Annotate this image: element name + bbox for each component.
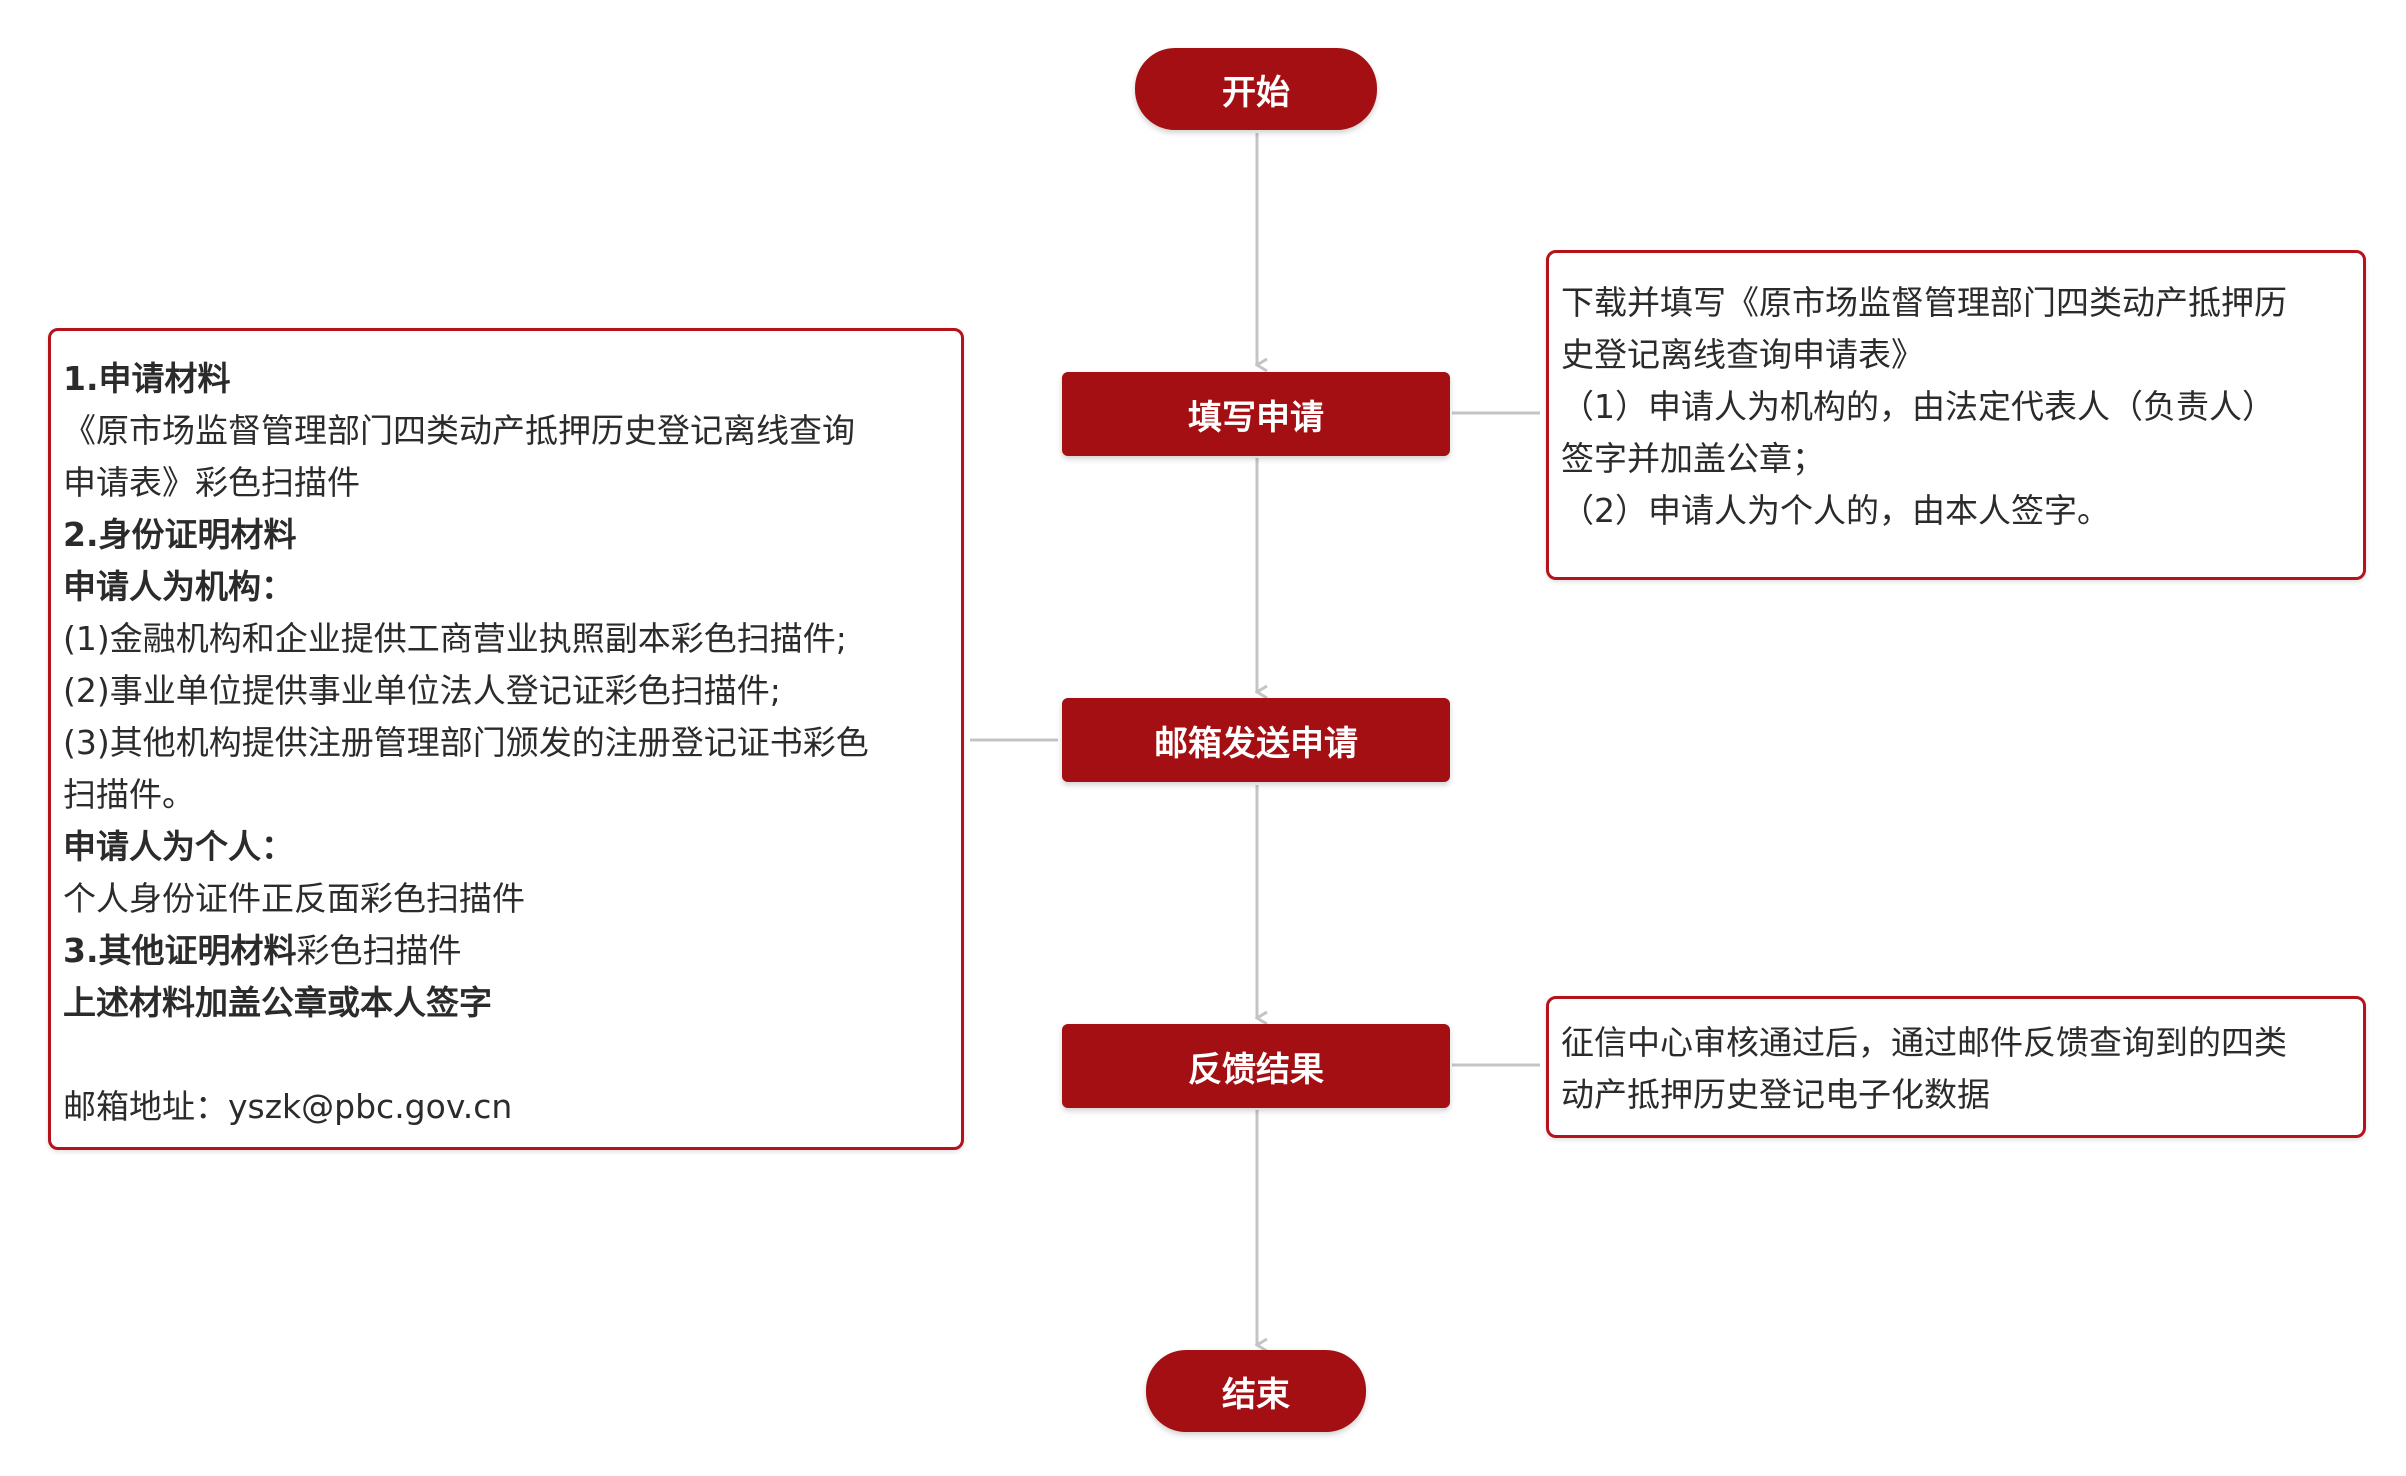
note-heading-seal: 上述材料加盖公章或本人签字 [63, 983, 492, 1022]
note-heading-institution: 申请人为机构： [63, 567, 294, 606]
materials-note: 1.申请材料 《原市场监督管理部门四类动产抵押历史登记离线查询 申请表》彩色扫描… [48, 328, 964, 1150]
feedback-result-note: 征信中心审核通过后，通过邮件反馈查询到的四类 动产抵押历史登记电子化数据 [1546, 996, 2366, 1138]
note-line: 个人身份证件正反面彩色扫描件 [63, 879, 525, 918]
note-line: 史登记离线查询申请表》 [1561, 335, 1924, 374]
note-line: 征信中心审核通过后，通过邮件反馈查询到的四类 [1561, 1023, 2287, 1062]
note-line: (3)其他机构提供注册管理部门颁发的注册登记证书彩色 [63, 723, 869, 762]
note-line: 签字并加盖公章； [1561, 439, 1825, 478]
note-heading-materials: 1.申请材料 [63, 359, 231, 398]
note-line: (2)事业单位提供事业单位法人登记证彩色扫描件; [63, 671, 781, 710]
fill-instructions-note: 下载并填写《原市场监督管理部门四类动产抵押历 史登记离线查询申请表》 （1）申请… [1546, 250, 2366, 580]
email-address: 邮箱地址：yszk@pbc.gov.cn [63, 1087, 513, 1126]
note-text-other: 彩色扫描件 [296, 931, 462, 970]
note-heading-other: 3.其他证明材料 [63, 931, 297, 970]
note-line: 下载并填写《原市场监督管理部门四类动产抵押历 [1561, 283, 2287, 322]
note-line: （1）申请人为机构的，由法定代表人（负责人） [1561, 387, 2275, 426]
note-heading-identity: 2.身份证明材料 [63, 515, 297, 554]
spacer [63, 1029, 951, 1081]
note-line: （2）申请人为个人的，由本人签字。 [1561, 491, 2110, 530]
note-line: 扫描件。 [63, 775, 195, 814]
end-node: 结束 [1146, 1350, 1366, 1432]
start-node: 开始 [1135, 48, 1377, 130]
fill-application-node: 填写申请 [1062, 372, 1450, 456]
email-send-node: 邮箱发送申请 [1062, 698, 1450, 782]
note-line: 动产抵押历史登记电子化数据 [1561, 1075, 1990, 1114]
note-line: (1)金融机构和企业提供工商营业执照副本彩色扫描件; [63, 619, 847, 658]
note-line: 申请表》彩色扫描件 [63, 463, 360, 502]
note-line-other: 3.其他证明材料彩色扫描件 [63, 925, 951, 977]
note-line: 《原市场监督管理部门四类动产抵押历史登记离线查询 [63, 411, 855, 450]
note-heading-individual: 申请人为个人： [63, 827, 294, 866]
feedback-node: 反馈结果 [1062, 1024, 1450, 1108]
